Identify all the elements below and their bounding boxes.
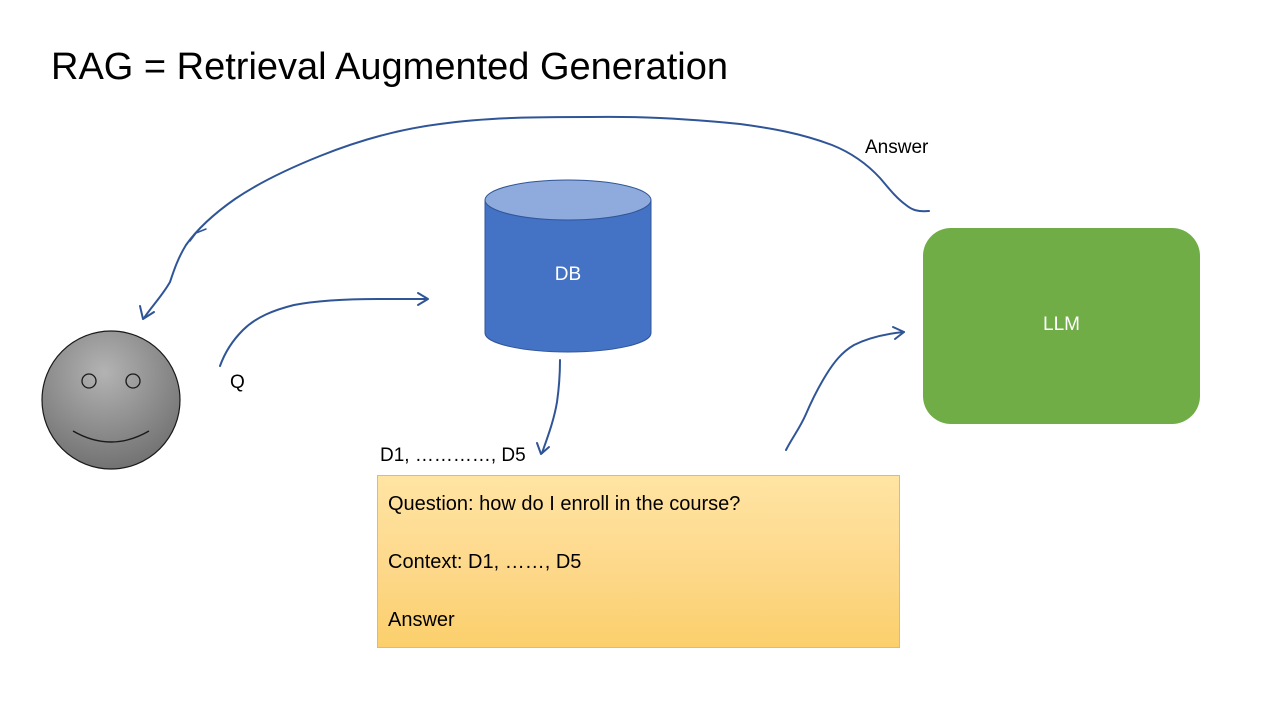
database-label: DB — [554, 264, 582, 285]
answer-arrow — [139, 115, 930, 320]
slide-title: RAG = Retrieval Augmented Generation — [51, 46, 728, 88]
prompt-question-line: Question: how do I enroll in the course? — [388, 493, 741, 515]
prompt-context-line: Context: D1, ……, D5 — [388, 551, 582, 573]
database-node — [484, 179, 652, 353]
left-eye — [81, 373, 97, 389]
prompt-to-llm-arrow — [785, 326, 905, 451]
llm-label: LLM — [1043, 314, 1080, 335]
query-label: Q — [230, 372, 245, 393]
database-top — [484, 179, 652, 221]
smile-mouth — [72, 430, 150, 443]
right-eye — [125, 373, 141, 389]
query-arrow — [219, 292, 429, 367]
llm-node: LLM — [923, 228, 1200, 424]
database-body — [484, 199, 652, 353]
answer-label: Answer — [865, 137, 929, 158]
smiley-face-icon — [41, 330, 181, 470]
retrieve-arrow — [536, 359, 561, 455]
documents-label: D1, …………, D5 — [380, 445, 526, 466]
prompt-box: Question: how do I enroll in the course?… — [377, 475, 900, 648]
prompt-answer-line: Answer — [388, 609, 455, 631]
user-node — [41, 330, 181, 470]
